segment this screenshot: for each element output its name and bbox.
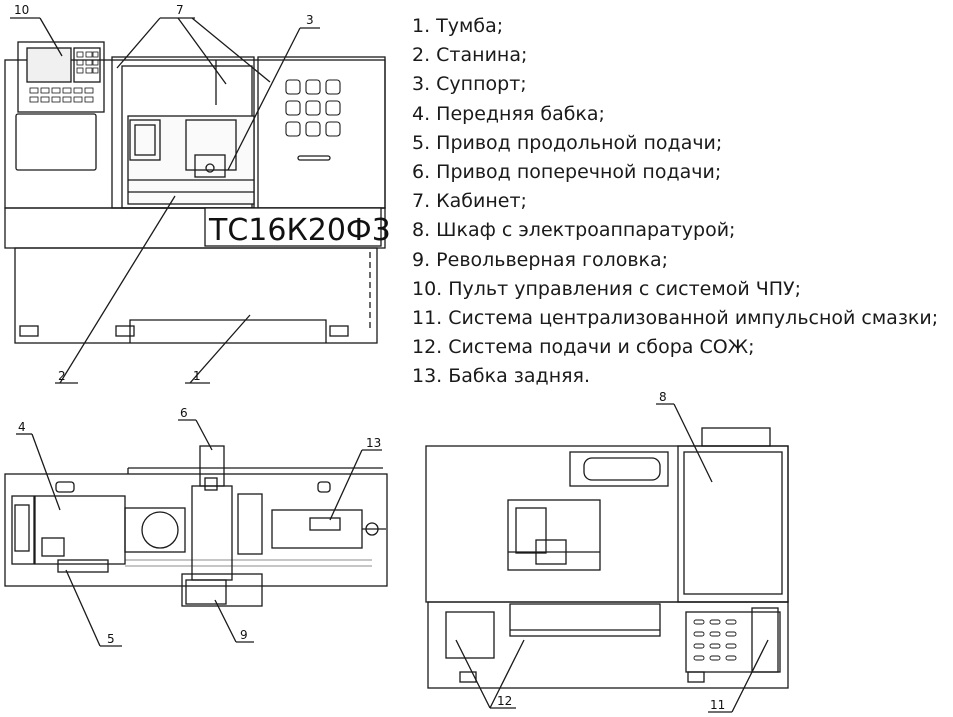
front-view: ТС16К20Ф3 xyxy=(4,17,391,384)
callout-7: 7 xyxy=(176,3,184,17)
callout-1: 1 xyxy=(193,369,201,383)
legend-item: 10. Пульт управления с системой ЧПУ; xyxy=(412,277,801,300)
callout-8: 8 xyxy=(659,390,667,404)
rear-outline xyxy=(425,445,789,603)
callout-13: 13 xyxy=(366,436,381,450)
legend-item: 2. Станина; xyxy=(412,44,528,67)
legend-item: 8. Шкаф с электроаппаратурой; xyxy=(412,219,736,242)
callout-6: 6 xyxy=(180,406,188,420)
callout-10: 10 xyxy=(14,3,29,17)
legend-item: 7. Кабинет; xyxy=(412,190,527,213)
callout-labels: 7 3 10 2 1 4 6 13 5 9 8 12 11 xyxy=(14,3,725,712)
callout-12: 12 xyxy=(497,694,512,708)
legend-item: 13. Бабка задняя. xyxy=(412,365,591,388)
parts-legend: 1. Тумба; 2. Станина; 3. Суппорт; 4. Пер… xyxy=(412,12,938,392)
rear-view xyxy=(425,403,789,713)
callout-5: 5 xyxy=(107,632,115,646)
callout-11: 11 xyxy=(710,698,725,712)
legend-item: 4. Передняя бабка; xyxy=(412,102,605,125)
legend-item: 6. Привод поперечной подачи; xyxy=(412,161,722,184)
model-label: ТС16К20Ф3 xyxy=(208,213,391,248)
legend-item: 11. Система централизованной импульсной … xyxy=(412,307,939,330)
callout-4: 4 xyxy=(18,420,26,434)
callout-3: 3 xyxy=(306,13,314,27)
callout-2: 2 xyxy=(58,369,66,383)
legend-item: 9. Револьверная головка; xyxy=(412,248,669,271)
legend-item: 3. Суппорт; xyxy=(412,73,527,96)
top-view xyxy=(4,419,388,647)
top-outline xyxy=(4,473,388,587)
legend-item: 1. Тумба; xyxy=(412,15,504,37)
callout-9: 9 xyxy=(240,628,248,642)
base-stand xyxy=(14,247,378,344)
control-panel xyxy=(17,41,105,113)
legend-item: 12. Система подачи и сбора СОЖ; xyxy=(412,336,755,359)
legend-item: 5. Привод продольной подачи; xyxy=(412,131,723,154)
